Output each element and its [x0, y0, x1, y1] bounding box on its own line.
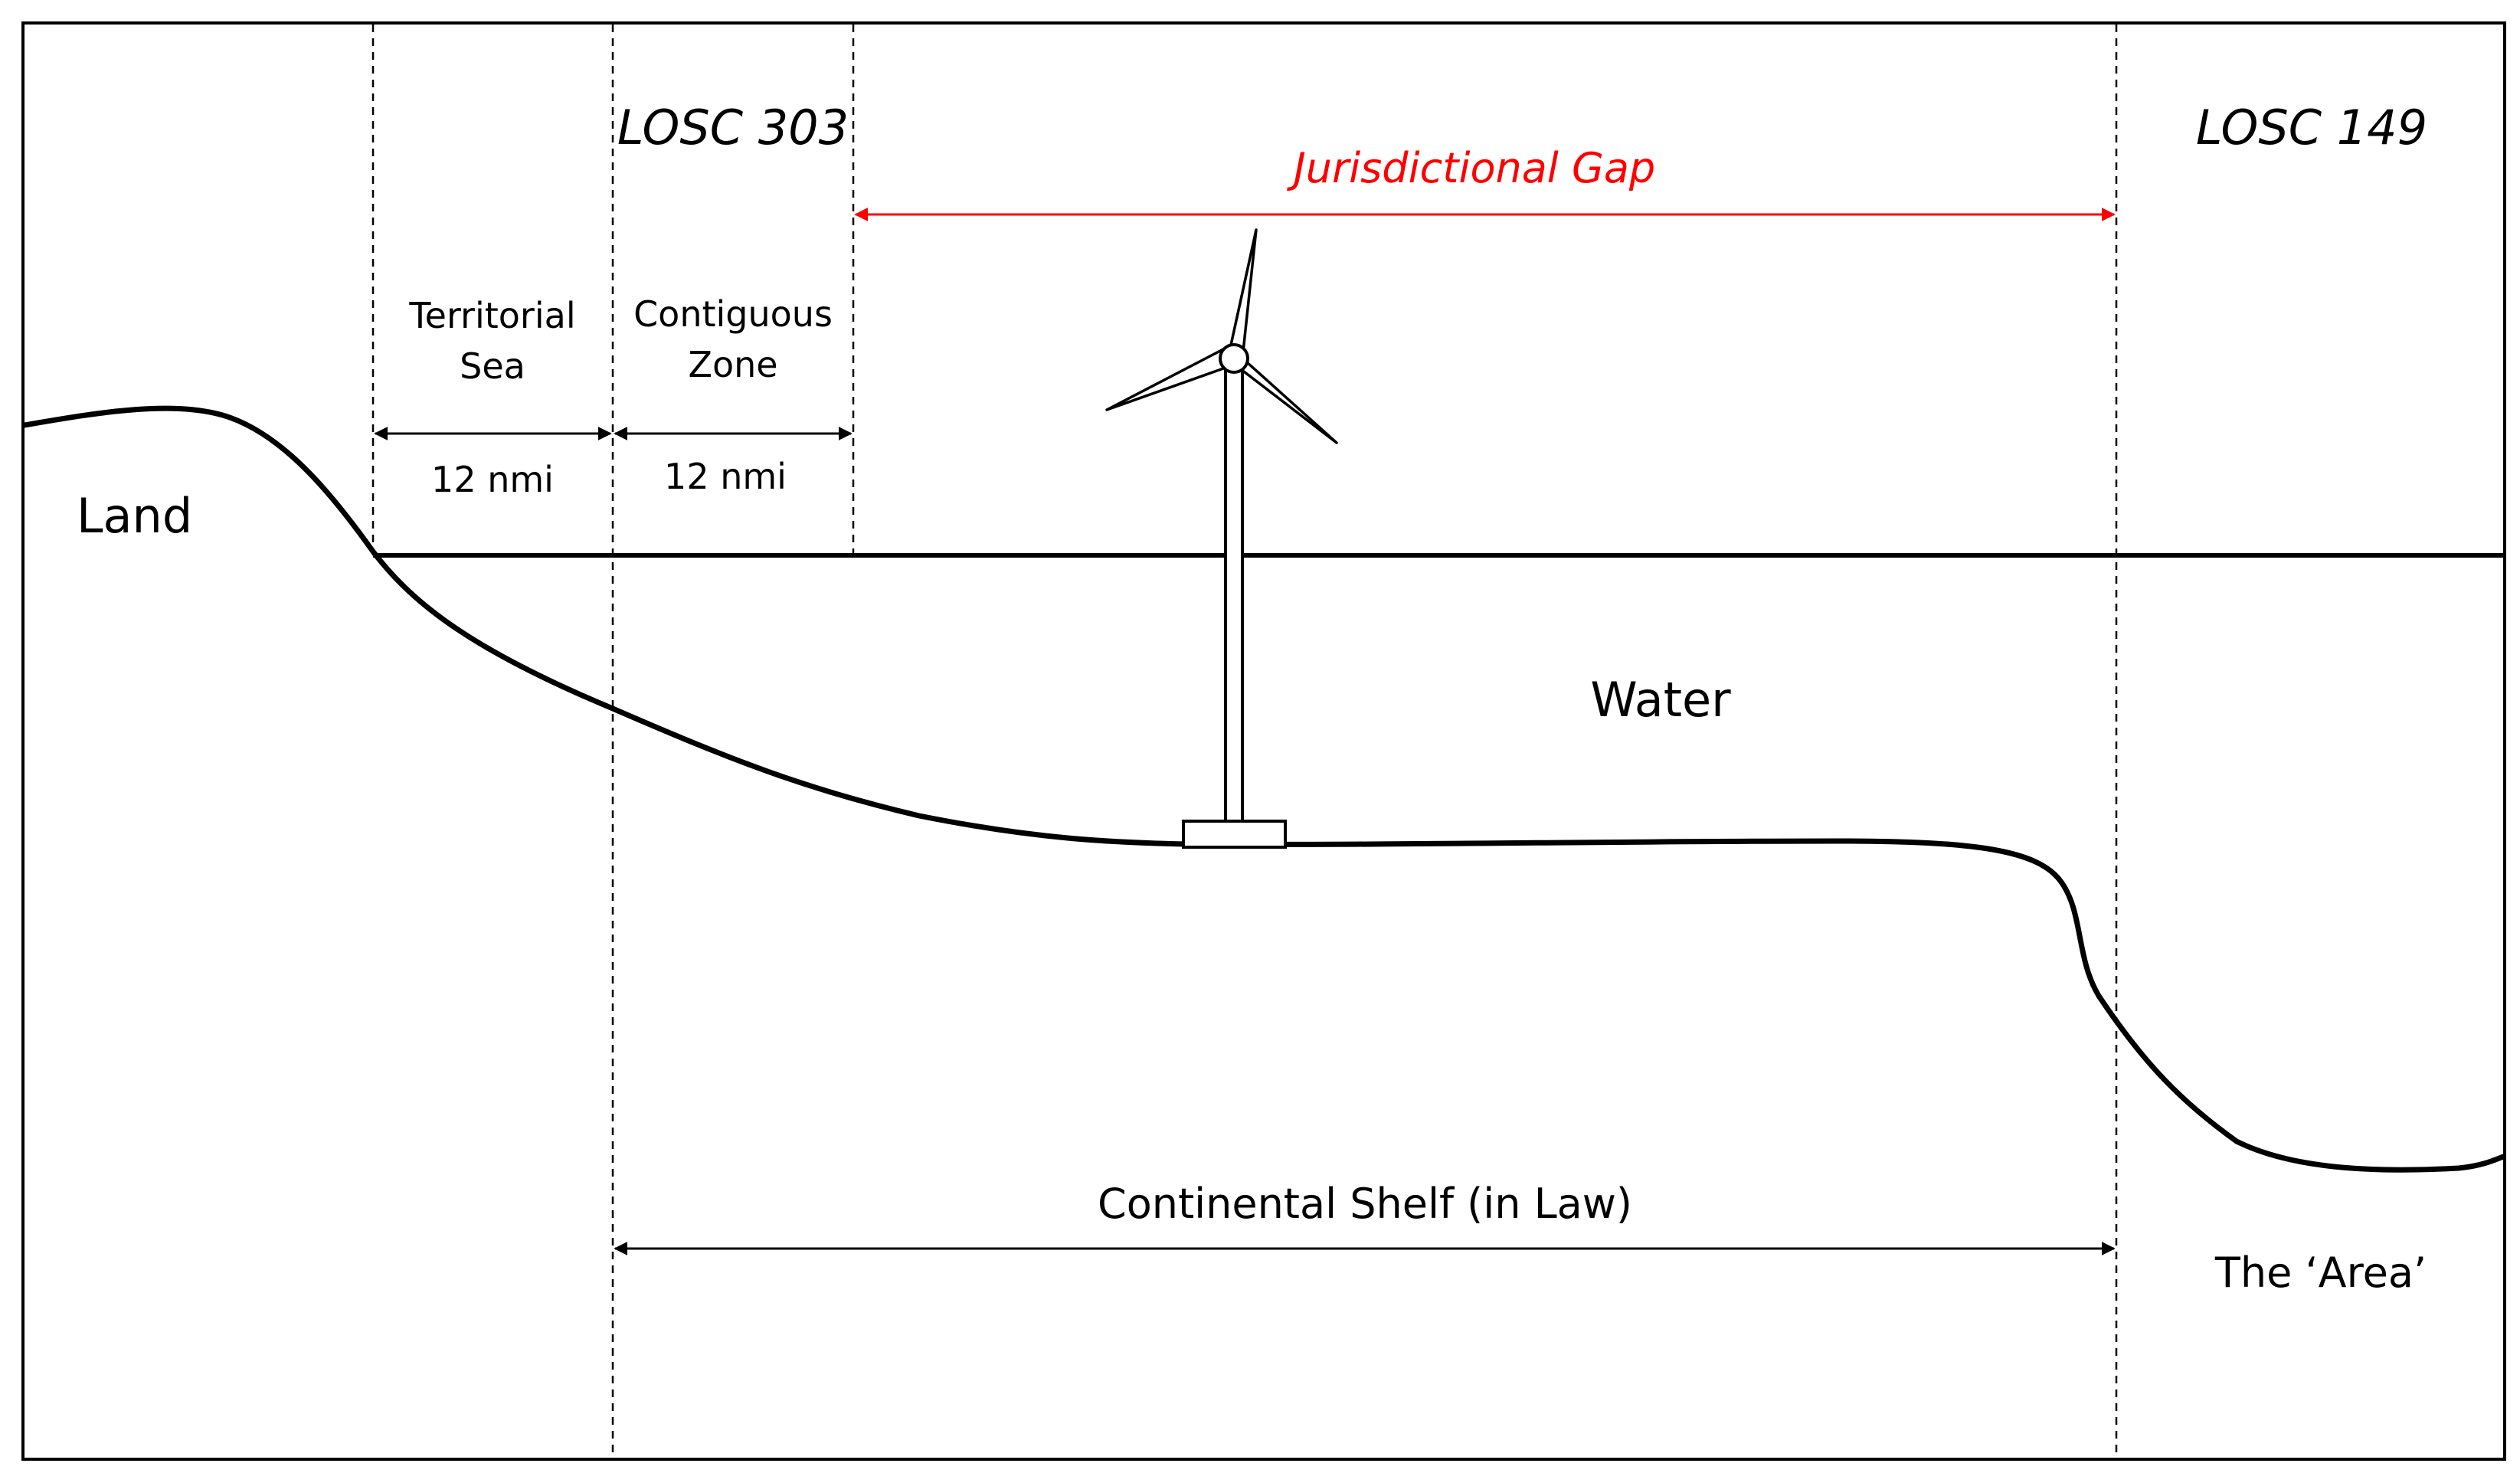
land-label: Land — [77, 488, 192, 544]
losc-303-label: LOSC 303 — [617, 100, 849, 155]
jurisdictional-gap-label: Jurisdictional Gap — [1287, 144, 1655, 192]
turbine-blade-left — [1105, 348, 1227, 411]
diagram-frame — [21, 21, 2506, 1461]
territorial-sea-label-line2: Sea — [460, 345, 525, 387]
contiguous-zone-label-line2: Zone — [688, 344, 777, 385]
contiguous-zone-width-label: 12 nmi — [664, 456, 787, 497]
turbine-blade-up — [1229, 228, 1258, 353]
turbine-foundation — [1182, 820, 1287, 849]
contiguous-zone-label-line1: Contiguous — [633, 293, 833, 335]
territorial-sea-width-label: 12 nmi — [431, 459, 554, 500]
turbine-blade-right — [1239, 361, 1338, 444]
continental-shelf-label: Continental Shelf (in Law) — [1098, 1180, 1632, 1228]
seabed-profile — [21, 405, 2506, 1173]
the-area-label: The ‘Area’ — [2214, 1249, 2427, 1297]
territorial-sea-label-line1: Territorial — [408, 295, 575, 336]
turbine-tower — [1224, 366, 1244, 823]
losc-149-label: LOSC 149 — [2196, 100, 2427, 155]
turbine-hub — [1219, 343, 1249, 374]
water-label: Water — [1590, 672, 1731, 728]
wind-turbine-icon — [1105, 228, 1338, 849]
